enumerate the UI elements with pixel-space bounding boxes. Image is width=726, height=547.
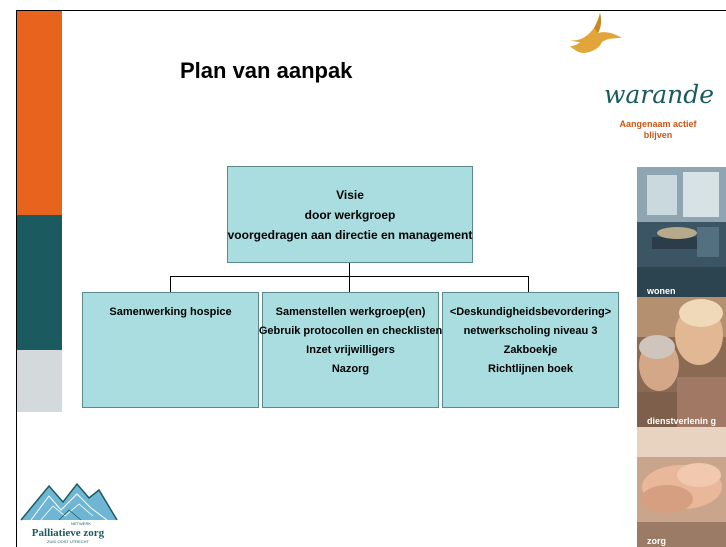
diagram-node-working-group: Samenstellen werkgroep(en) Gebruik proto… <box>258 292 443 408</box>
diagram-node-vision: Visie door werkgroep voorgedragen aan di… <box>227 166 473 263</box>
bird-logo-icon <box>570 13 622 53</box>
logo-region: ZUID OOST UTRECHT <box>47 539 89 544</box>
accent-band-teal <box>17 215 62 350</box>
connector-child-2 <box>349 276 350 292</box>
logo-name: Palliatieve zorg <box>31 527 105 539</box>
photo-label: dienstverlenin g <box>647 416 717 426</box>
node-line: Zakboekje <box>503 344 558 356</box>
accent-band-orange <box>17 11 62 215</box>
connector-child-1 <box>170 276 171 292</box>
logo-network-label: NETWERK <box>71 521 91 526</box>
palliative-care-logo-icon <box>20 482 118 521</box>
node-line: netwerkscholing niveau 3 <box>463 325 598 337</box>
frame-top-line <box>16 10 726 11</box>
frame-left-line <box>16 10 17 547</box>
photo-zorg: zorg <box>637 427 726 547</box>
node-line: Inzet vrijwilligers <box>306 344 395 356</box>
hands-photo-image <box>637 427 726 547</box>
node-line: Richtlijnen boek <box>488 363 573 375</box>
diagram-node-hospice: Samenwerking hospice <box>82 292 259 408</box>
connector-root-down <box>349 262 350 277</box>
photo-label: zorg <box>647 536 666 546</box>
node-line: door werkgroep <box>304 207 396 222</box>
node-line: Samenwerking hospice <box>109 306 232 318</box>
accent-band-grey <box>17 350 62 412</box>
slide-title: Plan van aanpak <box>180 58 353 83</box>
node-line: voorgedragen aan directie en management <box>227 227 473 242</box>
node-line: <Deskundigheidsbevordering> <box>449 306 612 318</box>
photo-dienstverlening: dienstverlenin g <box>637 297 726 427</box>
connector-child-3 <box>528 276 529 292</box>
diagram-node-expertise: <Deskundigheidsbevordering> netwerkschol… <box>442 292 619 408</box>
people-photo-image <box>637 297 726 427</box>
node-line: Gebruik protocollen en checklisten <box>258 325 443 337</box>
node-line: Samenstellen werkgroep(en) <box>275 306 426 318</box>
room-photo-image <box>637 167 726 297</box>
photo-label: wonen <box>647 286 676 296</box>
brand-tagline: Aangenaam actief blijven <box>619 119 697 140</box>
node-line: Visie <box>336 187 364 202</box>
logo-text: Palliatieve zorg ZUID OOST UTRECHT <box>18 527 118 544</box>
brand-name: warande <box>604 80 715 109</box>
photo-wonen: wonen <box>637 167 726 297</box>
node-line: Nazorg <box>331 363 370 375</box>
